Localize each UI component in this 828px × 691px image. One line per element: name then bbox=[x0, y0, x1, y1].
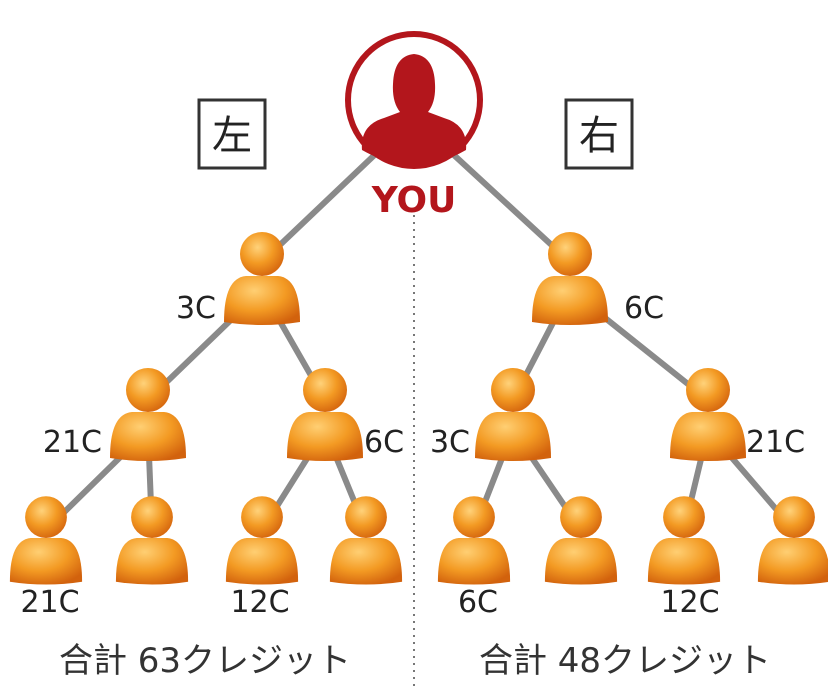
right-mid-left-credit: 3C bbox=[430, 425, 470, 460]
left-total: 合計 63クレジット bbox=[59, 641, 351, 681]
member-icon-right-mid-left bbox=[475, 368, 551, 461]
member-icon-left-bottom-2 bbox=[115, 496, 189, 585]
member-icon-right-top bbox=[532, 232, 608, 325]
right-side-label: 右 bbox=[579, 113, 619, 159]
you-node bbox=[345, 31, 483, 169]
right-total: 合計 48クレジット bbox=[479, 641, 771, 681]
right-bottom-left-credit: 6C bbox=[458, 585, 498, 620]
left-bottom-right-credit: 12C bbox=[230, 585, 289, 620]
member-icon-left-top bbox=[224, 232, 300, 325]
right-bottom-right-credit: 12C bbox=[660, 585, 719, 620]
right-mid-right-credit: 21C bbox=[746, 425, 805, 460]
left-side-label: 左 bbox=[212, 113, 252, 159]
member-icon-left-bottom-3 bbox=[225, 496, 299, 585]
left-bottom-left-credit: 21C bbox=[20, 585, 79, 620]
left-mid-right-credit: 6C bbox=[364, 425, 404, 460]
you-person-icon bbox=[361, 54, 467, 165]
member-nodes bbox=[9, 232, 828, 585]
right-top-credit: 6C bbox=[624, 291, 664, 326]
member-icon-right-bottom-2 bbox=[544, 496, 618, 585]
member-icon-left-mid-left bbox=[110, 368, 186, 461]
you-label: YOU bbox=[371, 180, 457, 221]
member-icon-right-bottom-4 bbox=[757, 496, 828, 585]
left-side-box: 左 bbox=[197, 98, 267, 170]
left-mid-left-credit: 21C bbox=[43, 425, 102, 460]
member-icon-right-bottom-1 bbox=[437, 496, 511, 585]
member-icon-right-bottom-3 bbox=[647, 496, 721, 585]
member-icon-left-bottom-4 bbox=[329, 496, 403, 585]
member-icon-left-mid-right bbox=[287, 368, 363, 461]
right-side-box: 右 bbox=[564, 98, 634, 170]
left-top-credit: 3C bbox=[176, 291, 216, 326]
member-icon-left-bottom-1 bbox=[9, 496, 83, 585]
